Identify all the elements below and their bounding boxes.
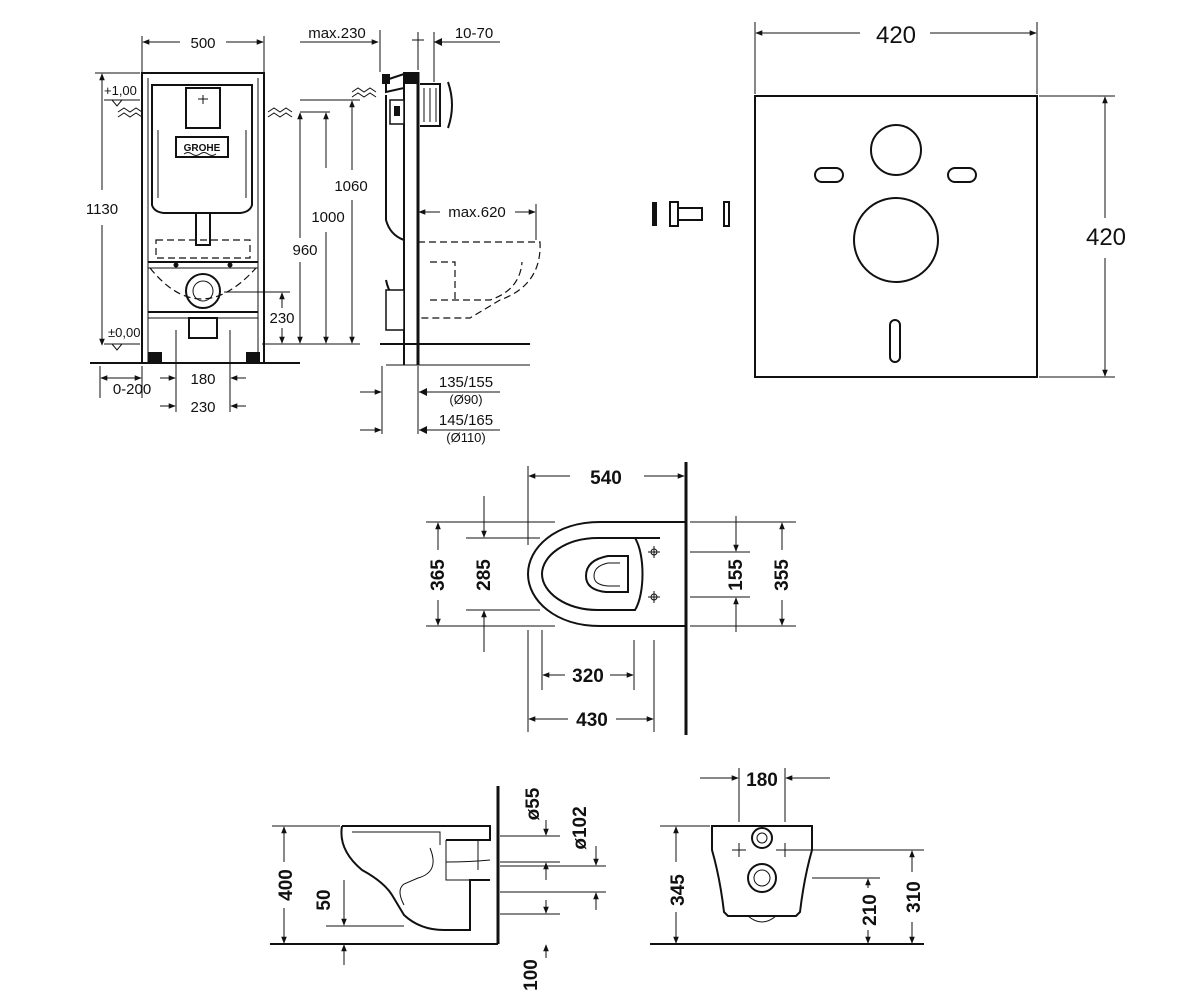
bowl-rear-view: 180 345 210 310	[650, 768, 925, 945]
bowl-side-view: 400 50 100 ø55 ø102	[270, 786, 606, 991]
dim-max-230: max.230	[308, 25, 366, 42]
dim-seat-depth: 320	[572, 666, 604, 687]
dim-cover-depth: 10-70	[455, 25, 493, 42]
dim-bowl-depth: 430	[576, 710, 608, 731]
dim-inlet-height: 310	[904, 881, 925, 913]
level-top: +1,00	[104, 83, 137, 98]
dim-floor-gap: 100	[521, 959, 542, 991]
installation-frame-front-view: GROHE 500 1130	[86, 35, 368, 416]
dim-rear-height: 345	[668, 874, 689, 906]
dim-max-620: max.620	[448, 204, 506, 221]
installation-frame-side-view: max.230 10-70 max.620 135/155 (Ø90) 145/…	[300, 25, 541, 445]
dim-outlet-height: 210	[860, 894, 881, 926]
dim-drain-offset-90: 135/155	[439, 374, 493, 391]
dim-drain-height: 230	[269, 310, 294, 327]
dim-frame-height: 1130	[86, 201, 118, 218]
level-zero: ±0,00	[108, 325, 140, 340]
dim-bowl-outer-width: 365	[428, 559, 449, 591]
dim-fixing-spacing: 155	[726, 559, 747, 591]
dim-pad-width: 420	[876, 22, 916, 49]
dim-drain-offset-110: 145/165	[439, 412, 493, 429]
dim-1060: 1060	[334, 178, 367, 195]
dim-1000: 1000	[311, 209, 344, 226]
dim-bolt-180: 180	[190, 371, 215, 388]
dim-bolt-230: 230	[190, 399, 215, 416]
dim-rear-bolt-spacing: 180	[746, 770, 778, 791]
dim-rim-offset: 50	[314, 889, 335, 910]
soundproof-pad: 420 420	[652, 22, 1126, 378]
dim-drain-diam-110: (Ø110)	[446, 430, 486, 445]
bowl-top-view: 540 365 285 155 355 320 430	[426, 462, 796, 735]
dim-inlet-diam: ø55	[523, 787, 544, 820]
dim-bowl-length: 540	[590, 468, 622, 489]
dim-960: 960	[292, 242, 317, 259]
dim-rear-width: 355	[772, 559, 793, 591]
dim-bowl-height: 400	[276, 869, 297, 901]
dim-frame-width: 500	[190, 35, 215, 52]
fixing-holes	[648, 546, 660, 603]
dim-foot-adjust: 0-200	[113, 381, 151, 398]
dim-seat-width: 285	[474, 559, 495, 591]
dim-pad-height: 420	[1086, 224, 1126, 251]
dim-drain-diam-90: (Ø90)	[449, 392, 482, 407]
dim-outlet-diam: ø102	[570, 806, 591, 849]
brand-logo: GROHE	[184, 143, 221, 154]
